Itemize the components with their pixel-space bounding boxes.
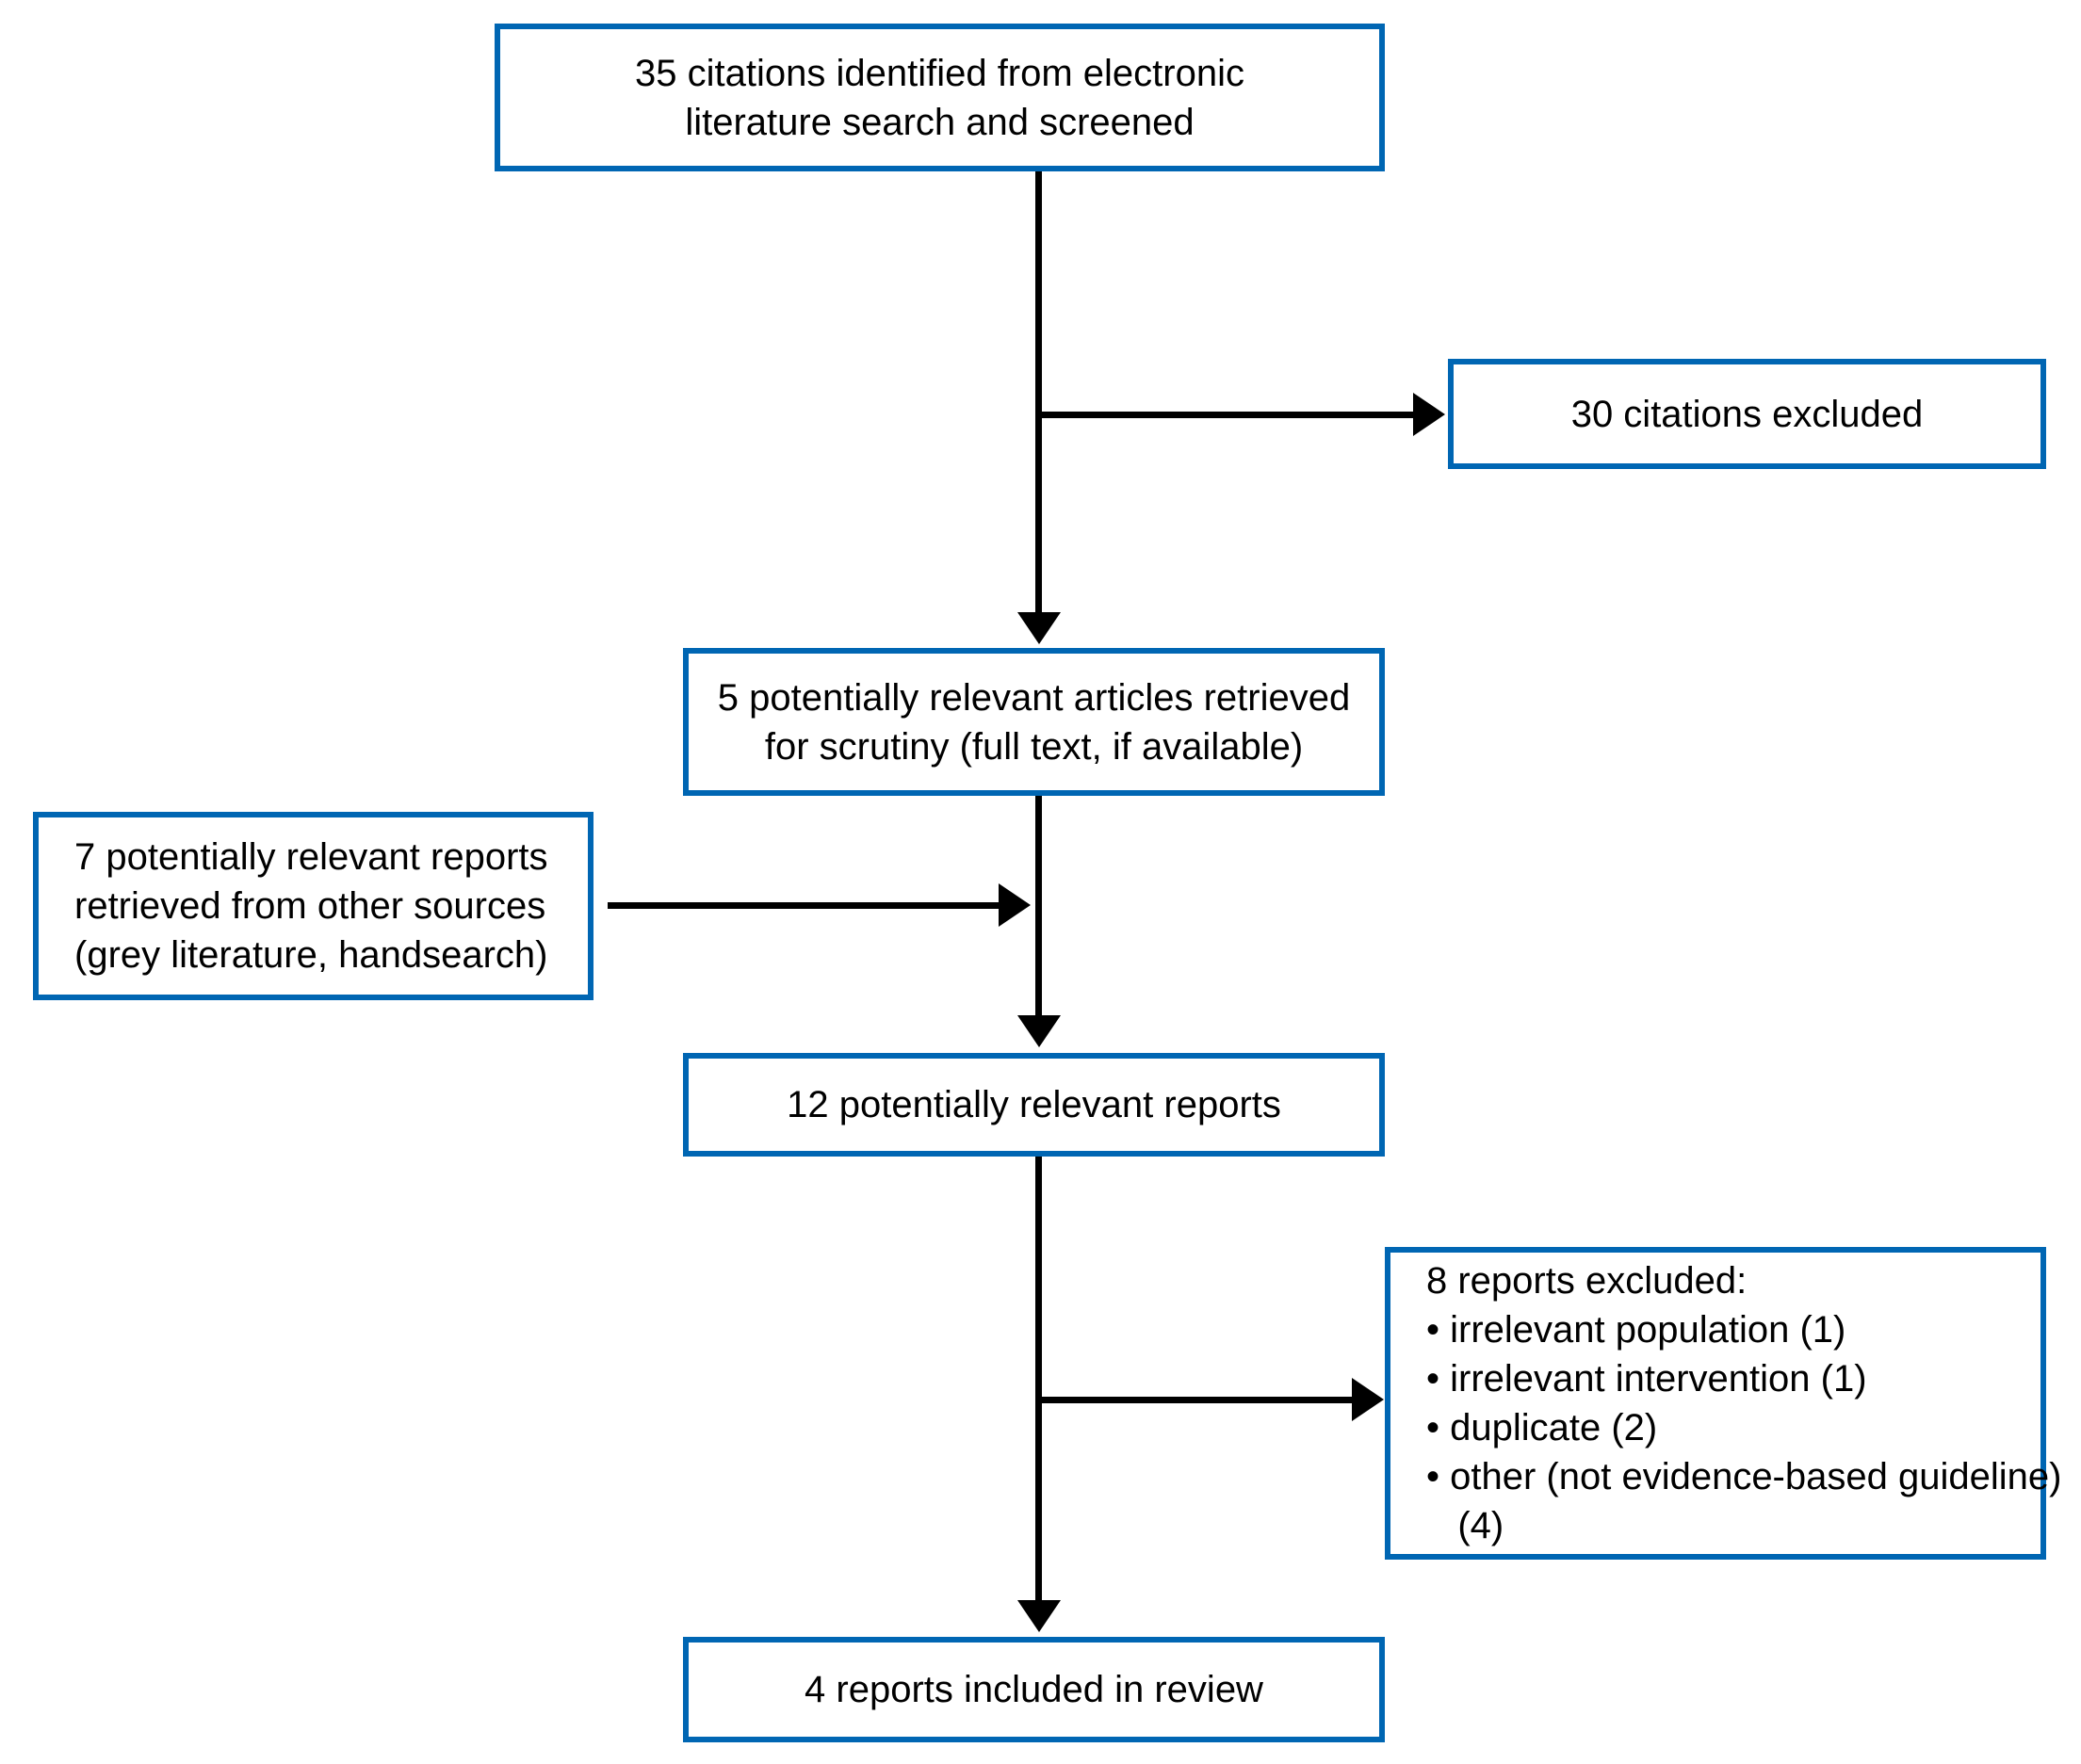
node-reports-included-line1: 4 reports included in review	[805, 1669, 1263, 1710]
connector-potentially-relevant-to-included-arrowhead	[1017, 1600, 1061, 1632]
node-reports-excluded: 8 reports excluded: • irrelevant populat…	[1385, 1247, 2062, 1560]
node-other-sources-line1: 7 potentially relevant reports	[74, 836, 548, 878]
connector-other-sources-to-merge-line	[608, 902, 1003, 909]
node-citations-excluded: 30 citations excluded	[1448, 359, 2046, 469]
node-articles-retrieved-line1: 5 potentially relevant articles retrieve…	[717, 676, 1351, 719]
connector-potentially-relevant-to-reports-excluded-line	[1035, 1397, 1360, 1403]
node-citations-identified-line1: 35 citations identified from electronic	[635, 52, 1244, 94]
node-potentially-relevant-reports: 12 potentially relevant reports	[683, 1053, 1385, 1157]
connector-retrieved-to-potentially-relevant-arrowhead	[1017, 1015, 1061, 1047]
node-other-sources: 7 potentially relevant reports retrieved…	[33, 812, 593, 1000]
list-item: (4)	[1426, 1505, 1504, 1546]
node-other-sources-line2: retrieved from other sources	[74, 885, 546, 927]
list-item: • other (not evidence-based guideline)	[1426, 1456, 2062, 1497]
node-potentially-relevant-reports-line1: 12 potentially relevant reports	[787, 1084, 1281, 1125]
node-citations-identified: 35 citations identified from electronic …	[495, 24, 1385, 171]
list-item: • irrelevant intervention (1)	[1426, 1358, 1867, 1400]
connector-potentially-relevant-to-reports-excluded-arrowhead	[1352, 1378, 1384, 1421]
node-citations-excluded-line1: 30 citations excluded	[1570, 393, 1924, 435]
node-reports-excluded-heading: 8 reports excluded:	[1426, 1260, 1748, 1302]
node-reports-included: 4 reports included in review	[683, 1637, 1385, 1742]
connector-identified-to-retrieved-arrowhead	[1017, 612, 1061, 644]
node-citations-identified-line2: literature search and screened	[685, 101, 1195, 143]
connector-identified-to-retrieved-line	[1035, 171, 1042, 619]
connector-identified-to-citations-excluded-arrowhead	[1413, 393, 1445, 436]
connector-potentially-relevant-to-included-line	[1035, 1157, 1042, 1606]
list-item: • irrelevant population (1)	[1426, 1309, 1846, 1351]
list-item: • duplicate (2)	[1426, 1407, 1658, 1448]
node-reports-excluded-reason-list: • irrelevant population (1) • irrelevant…	[1426, 1305, 2062, 1550]
connector-identified-to-citations-excluded-line	[1035, 412, 1422, 418]
node-other-sources-line3: (grey literature, handsearch)	[74, 934, 548, 976]
node-articles-retrieved: 5 potentially relevant articles retrieve…	[683, 648, 1385, 796]
connector-other-sources-to-merge-arrowhead	[999, 883, 1031, 927]
connector-retrieved-to-potentially-relevant-line	[1035, 796, 1042, 1020]
node-articles-retrieved-line2: for scrutiny (full text, if available)	[764, 725, 1304, 768]
